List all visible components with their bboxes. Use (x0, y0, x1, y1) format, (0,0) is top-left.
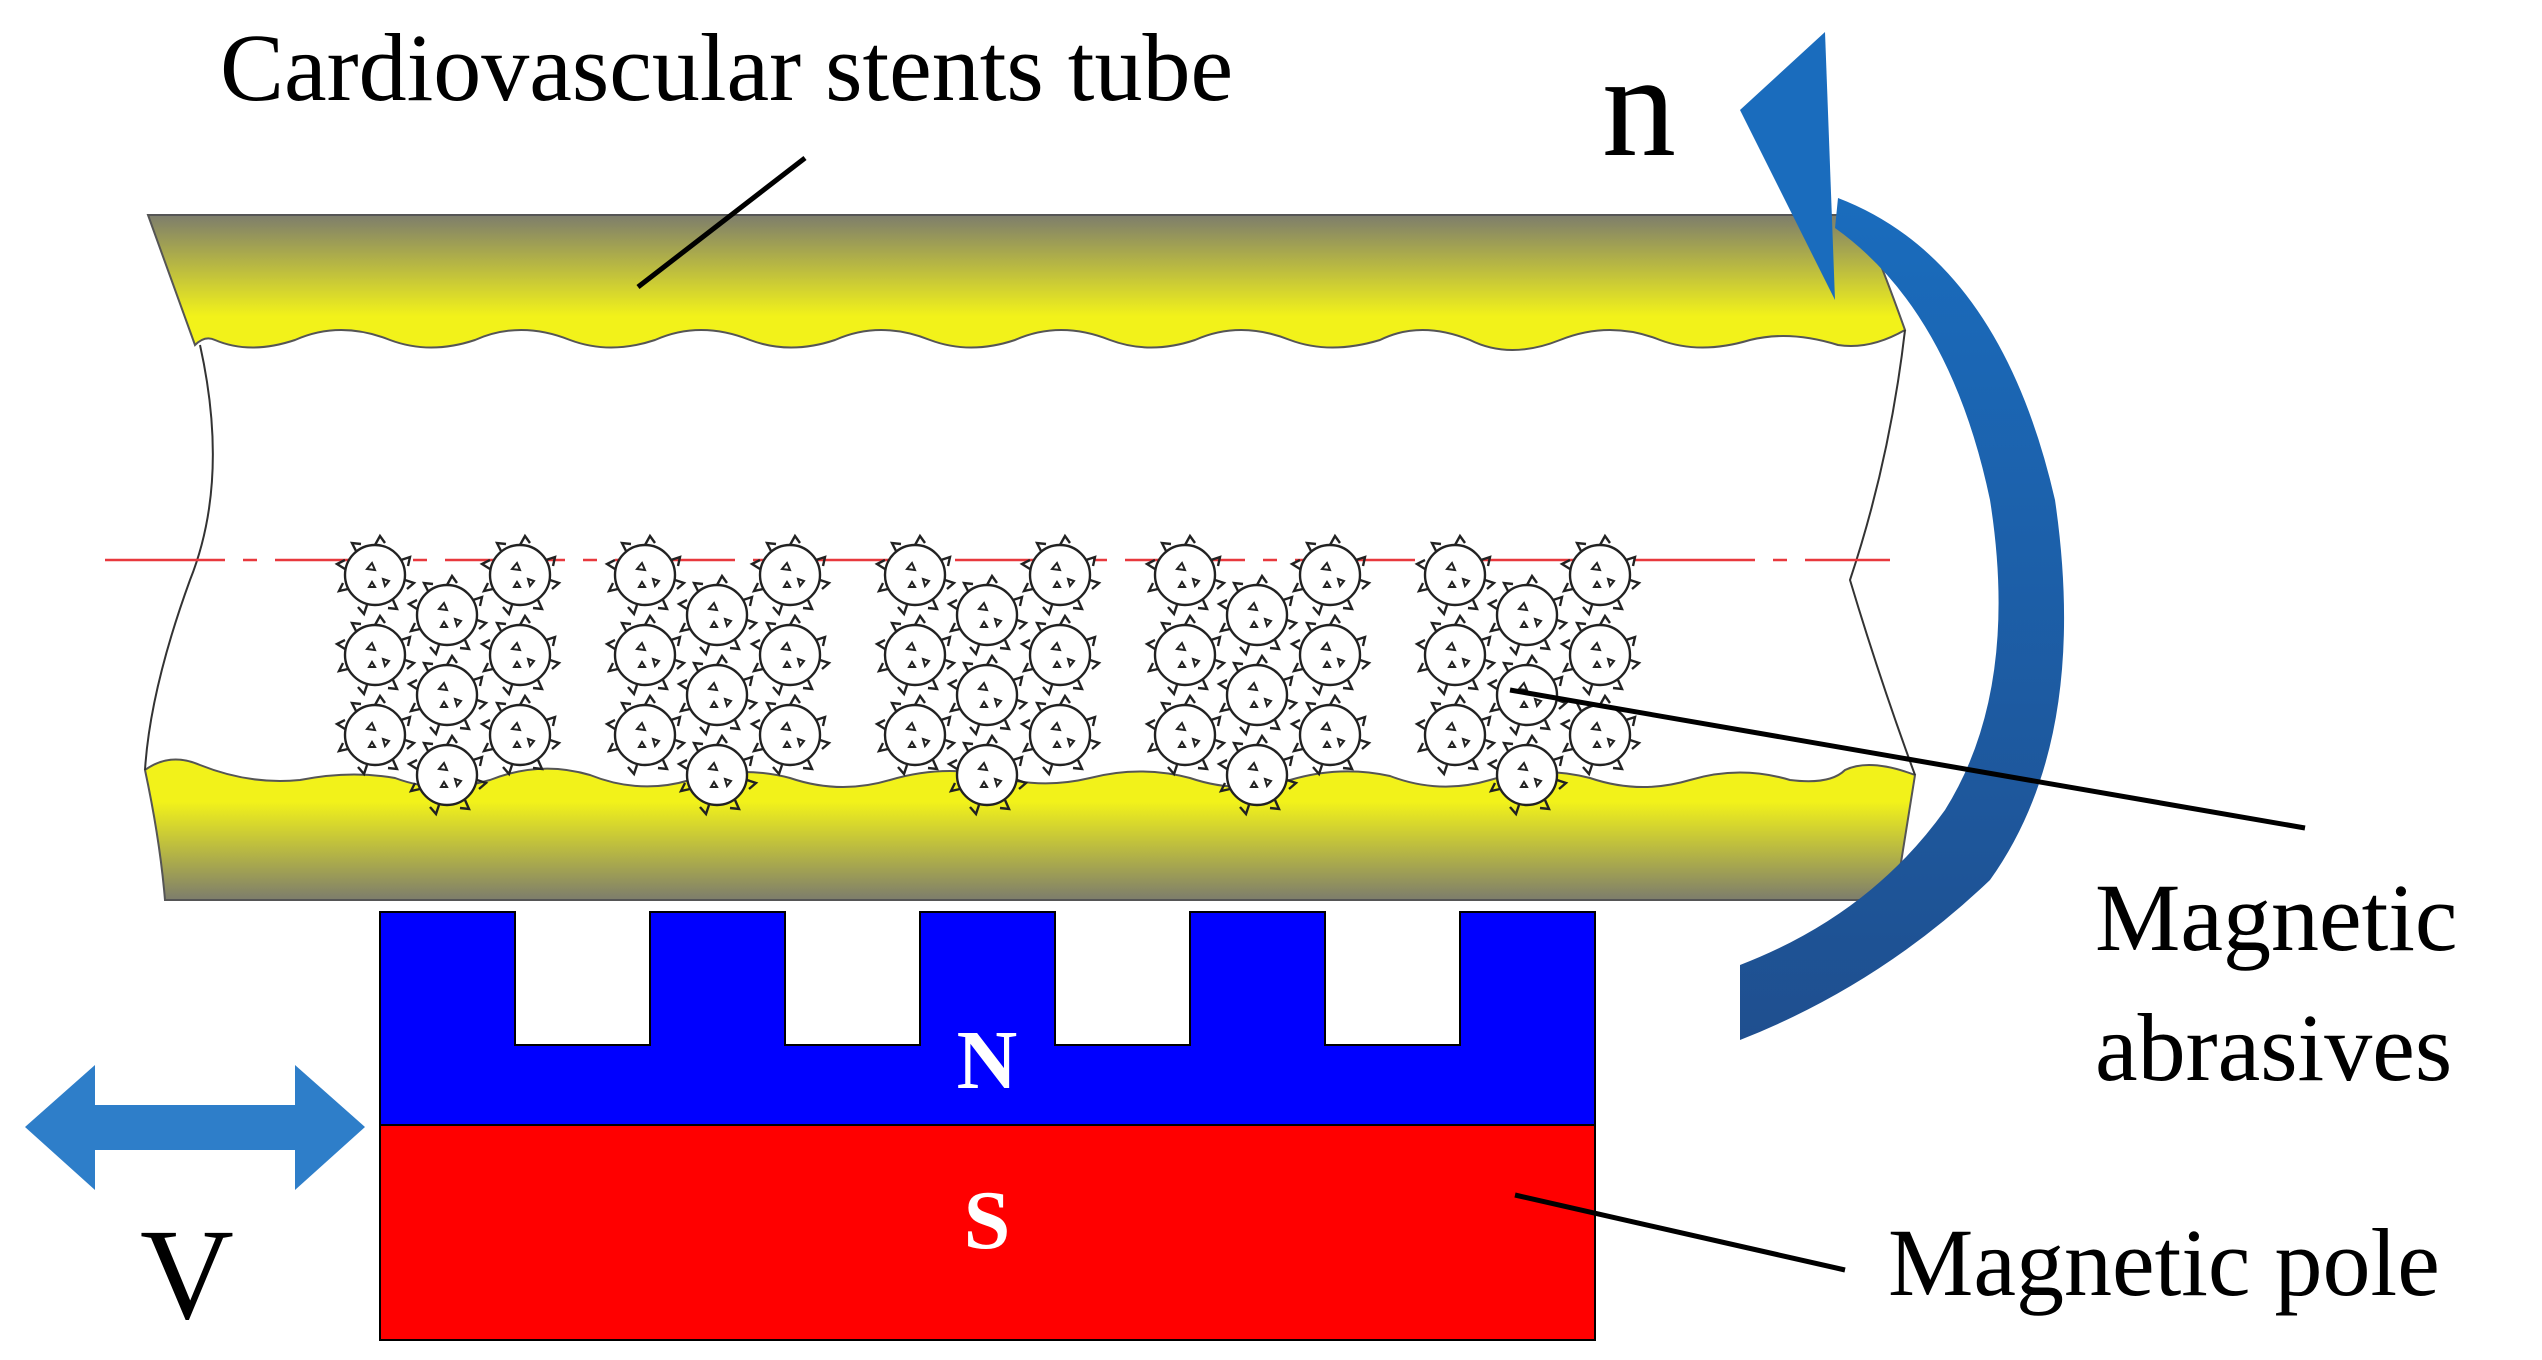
abrasive-particle (1020, 614, 1101, 696)
abrasive-particle (1145, 694, 1226, 776)
abrasive-cluster (875, 534, 1101, 816)
abrasive-particle (335, 534, 416, 616)
abrasive-particle (480, 614, 561, 696)
abrasive-particle (947, 574, 1028, 656)
abrasive-particle (677, 574, 758, 656)
velocity-double-arrow (25, 1065, 365, 1190)
rotation-speed-label: n (1602, 24, 1676, 188)
tube-wall-top (146, 214, 1907, 351)
south-pole-body (379, 1124, 1596, 1341)
abrasive-particle (750, 534, 831, 616)
abrasive-particle (605, 694, 686, 776)
rotation-arrowhead (1740, 32, 1835, 300)
abrasive-particle (1020, 534, 1101, 616)
abrasive-particle (1145, 534, 1226, 616)
tube-wall-bottom (143, 758, 1917, 901)
tube-bore-left-edge (144, 344, 214, 771)
north-pole-label: N (957, 1014, 1018, 1107)
abrasive-particle (1217, 654, 1298, 736)
abrasive-particle (335, 614, 416, 696)
abrasive-particle (947, 654, 1028, 736)
south-pole-label: S (964, 1174, 1011, 1267)
abrasive-cluster (1415, 534, 1641, 816)
abrasives-label-line1: Magnetic (2095, 864, 2458, 971)
abrasive-particle (1290, 534, 1371, 616)
abrasive-particle (875, 534, 956, 616)
tube-label: Cardiovascular stents tube (220, 14, 1233, 121)
pole-label: Magnetic pole (1888, 1209, 2440, 1316)
abrasive-particle (750, 694, 831, 776)
pole-leader-line (1514, 1192, 1846, 1273)
abrasive-particle (1020, 694, 1101, 776)
abrasive-particle (605, 534, 686, 616)
abrasive-particle (480, 534, 561, 616)
abrasive-particle (677, 654, 758, 736)
abrasive-particle (335, 694, 416, 776)
tube-leader-line (636, 156, 807, 289)
north-pole-body (379, 911, 1596, 1126)
magnetic-pole-block: N S (379, 911, 1596, 1341)
rotation-arrow (1740, 32, 2065, 1040)
abrasive-particle (407, 574, 488, 656)
abrasive-particle (1145, 614, 1226, 696)
tube-bore-right-edge (1848, 329, 1916, 776)
abrasive-particle (1290, 694, 1371, 776)
abrasive-particle (1290, 614, 1371, 696)
abrasive-particle (875, 614, 956, 696)
abrasive-particle (1560, 614, 1641, 696)
abrasive-particle (1415, 534, 1496, 616)
abrasive-particle (750, 614, 831, 696)
abrasive-particle (1415, 614, 1496, 696)
abrasive-particle (1487, 574, 1568, 656)
abrasives-label-line2: abrasives (2095, 994, 2452, 1101)
abrasive-particle (605, 614, 686, 696)
abrasive-particle (480, 694, 561, 776)
abrasive-particle (875, 694, 956, 776)
abrasive-particle (1560, 534, 1641, 616)
velocity-label: V (140, 1203, 234, 1347)
abrasive-particle (1217, 574, 1298, 656)
abrasive-particle (1415, 694, 1496, 776)
abrasive-cluster (605, 534, 831, 816)
abrasives-leader-line (1509, 687, 2306, 831)
stent-tube (143, 214, 1917, 901)
abrasive-particle (407, 654, 488, 736)
